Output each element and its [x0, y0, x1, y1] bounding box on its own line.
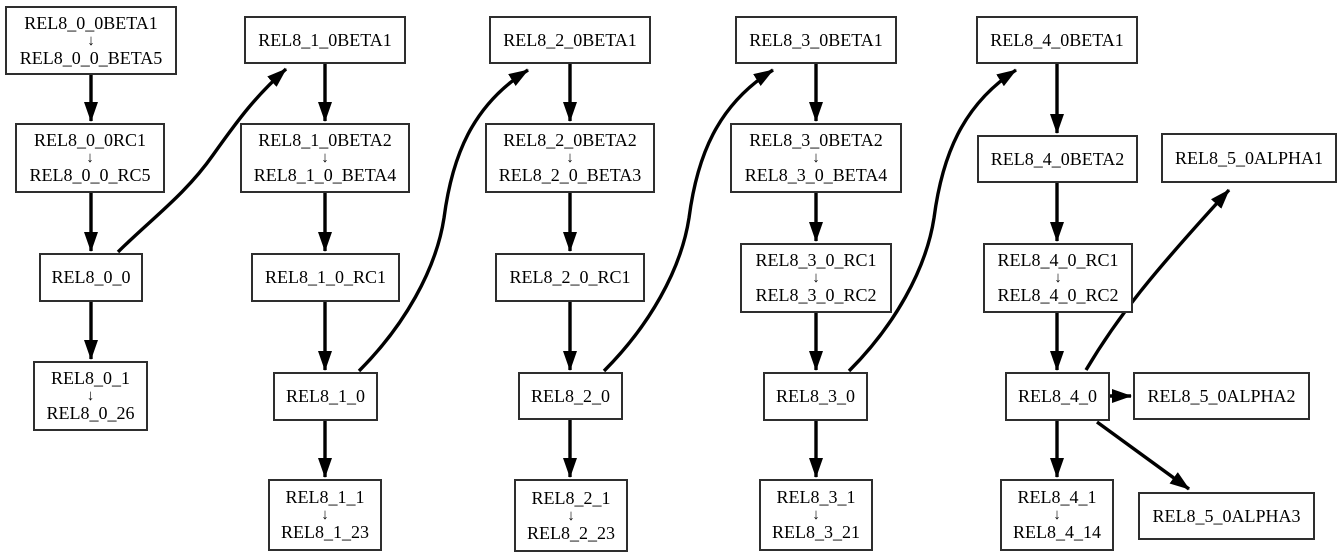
down-arrow-icon: ↓: [1054, 270, 1062, 286]
node-label: REL8_4_0_RC1: [997, 250, 1119, 270]
edge-REL8_4_0-to-REL8_5_0ALPHA1: [1084, 188, 1231, 371]
node-REL8_4_1: REL8_4_1↓REL8_4_14: [1000, 479, 1114, 551]
node-label: REL8_3_0BETA2: [749, 130, 883, 150]
node-label: REL8_1_0BETA2: [258, 130, 392, 150]
edge-REL8_0_0-to-REL8_1_0BETA1: [116, 67, 288, 254]
node-label: REL8_4_0: [1018, 386, 1097, 406]
down-arrow-icon: ↓: [812, 150, 820, 166]
down-arrow-icon: ↓: [566, 150, 574, 166]
node-label: REL8_0_26: [46, 403, 135, 423]
node-REL8_4_0BETA1: REL8_4_0BETA1: [976, 16, 1138, 64]
node-label: REL8_3_0_RC1: [755, 250, 877, 270]
node-REL8_1_0: REL8_1_0: [273, 372, 378, 421]
node-label: REL8_4_1: [1017, 487, 1097, 507]
node-label: REL8_5_0ALPHA1: [1175, 147, 1323, 168]
node-REL8_1_0BETA1: REL8_1_0BETA1: [244, 16, 406, 64]
node-label: REL8_4_0BETA1: [990, 29, 1124, 50]
node-REL8_3_1: REL8_3_1↓REL8_3_21: [759, 479, 873, 551]
node-REL8_3_0: REL8_3_0: [763, 372, 868, 421]
node-REL8_5_0ALPHA2: REL8_5_0ALPHA2: [1133, 372, 1310, 420]
node-label: REL8_4_0BETA2: [990, 148, 1125, 169]
down-arrow-icon: ↓: [87, 32, 95, 49]
node-REL8_2_0: REL8_2_0: [518, 372, 623, 420]
edge-REL8_2_0-to-REL8_3_0BETA1: [602, 68, 774, 373]
node-label: REL8_3_1: [776, 487, 856, 507]
node-REL8_2_0_RC1: REL8_2_0_RC1: [495, 253, 645, 302]
edge-REL8_3_0-to-REL8_4_0BETA1: [847, 68, 1017, 373]
node-REL8_5_0ALPHA1: REL8_5_0ALPHA1: [1161, 133, 1337, 183]
node-label: REL8_1_1: [285, 487, 365, 507]
down-arrow-icon: ↓: [86, 150, 94, 166]
down-arrow-icon: ↓: [321, 150, 329, 166]
node-REL8_1_1: REL8_1_1↓REL8_1_23: [268, 479, 382, 551]
node-label: REL8_2_0BETA1: [503, 29, 637, 50]
node-label: REL8_2_0BETA2: [503, 130, 637, 150]
node-REL8_4_0_RC1: REL8_4_0_RC1↓REL8_4_0_RC2: [983, 243, 1133, 313]
node-label: REL8_1_0BETA1: [258, 29, 392, 50]
node-label: REL8_4_0_RC2: [997, 285, 1119, 305]
node-label: REL8_0_0RC1: [33, 130, 146, 150]
node-label: REL8_5_0ALPHA2: [1147, 385, 1296, 406]
node-label: REL8_2_0_BETA3: [498, 165, 642, 185]
node-label: REL8_0_0_BETA5: [19, 47, 163, 68]
down-arrow-icon: ↓: [1053, 507, 1061, 523]
node-label: REL8_3_21: [772, 522, 860, 542]
edge-REL8_1_0-to-REL8_2_0BETA1: [357, 68, 529, 373]
down-arrow-icon: ↓: [812, 270, 820, 286]
down-arrow-icon: ↓: [321, 507, 329, 523]
node-REL8_1_0_RC1: REL8_1_0_RC1: [251, 253, 400, 302]
node-label: REL8_1_23: [281, 522, 369, 542]
node-label: REL8_3_0: [776, 386, 855, 406]
node-REL8_4_0: REL8_4_0: [1005, 372, 1110, 421]
node-label: REL8_0_0BETA1: [24, 12, 158, 33]
down-arrow-icon: ↓: [567, 507, 575, 524]
node-label: REL8_5_0ALPHA3: [1152, 505, 1301, 526]
node-REL8_1_0BETA2: REL8_1_0BETA2↓REL8_1_0_BETA4: [240, 123, 410, 193]
node-REL8_5_0ALPHA3: REL8_5_0ALPHA3: [1138, 492, 1315, 540]
node-REL8_3_0_RC1: REL8_3_0_RC1↓REL8_3_0_RC2: [740, 243, 892, 313]
node-label: REL8_3_0_BETA4: [744, 165, 888, 185]
node-REL8_2_1: REL8_2_1↓REL8_2_23: [514, 479, 628, 552]
node-REL8_2_0BETA2: REL8_2_0BETA2↓REL8_2_0_BETA3: [485, 123, 655, 193]
node-label: REL8_2_0_RC1: [509, 267, 631, 287]
node-label: REL8_0_0: [51, 267, 131, 287]
node-label: REL8_0_0_RC5: [29, 165, 151, 185]
node-REL8_3_0BETA2: REL8_3_0BETA2↓REL8_3_0_BETA4: [730, 123, 902, 193]
node-REL8_4_0BETA2: REL8_4_0BETA2: [977, 135, 1138, 183]
down-arrow-icon: ↓: [86, 388, 95, 404]
node-label: REL8_1_0_RC1: [264, 267, 386, 287]
node-label: REL8_2_23: [527, 522, 615, 543]
node-label: REL8_2_0: [531, 385, 610, 406]
down-arrow-icon: ↓: [812, 507, 820, 523]
node-REL8_0_1: REL8_0_1↓REL8_0_26: [33, 361, 148, 431]
node-label: REL8_3_0BETA1: [749, 29, 883, 50]
node-REL8_3_0BETA1: REL8_3_0BETA1: [735, 16, 897, 64]
node-label: REL8_2_1: [531, 487, 611, 508]
node-label: REL8_3_0_RC2: [755, 285, 877, 305]
node-label: REL8_1_0: [286, 386, 365, 406]
node-REL8_0_0: REL8_0_0: [39, 253, 143, 302]
node-label: REL8_4_14: [1013, 522, 1101, 542]
node-REL8_0_0BETA1: REL8_0_0BETA1↓REL8_0_0_BETA5: [5, 6, 177, 75]
node-REL8_0_0RC1: REL8_0_0RC1↓REL8_0_0_RC5: [15, 123, 165, 193]
node-REL8_2_0BETA1: REL8_2_0BETA1: [489, 16, 651, 64]
node-label: REL8_1_0_BETA4: [253, 165, 397, 185]
node-label: REL8_0_1: [51, 368, 130, 388]
edge-REL8_4_0-to-REL8_5_0ALPHA3: [1095, 420, 1191, 491]
